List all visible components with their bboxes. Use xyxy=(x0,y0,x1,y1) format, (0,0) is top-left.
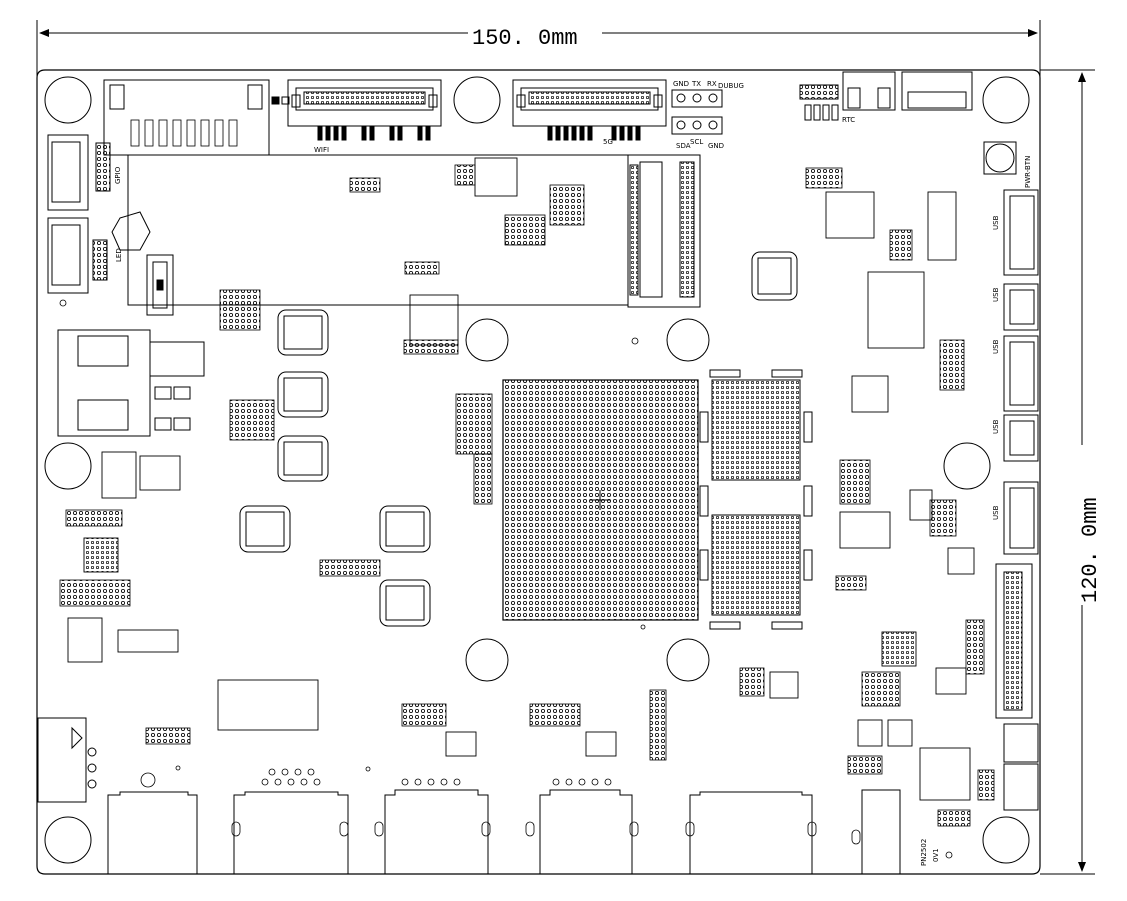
terminal-connector xyxy=(103,79,290,156)
m2-slot xyxy=(627,154,701,308)
rtc-connector xyxy=(799,71,973,121)
height-dimension-label: 120. 0mm xyxy=(1078,497,1103,603)
right-connectors xyxy=(995,189,1039,811)
power-inductors xyxy=(239,251,798,627)
led-label: LED xyxy=(115,248,123,262)
dram-top xyxy=(699,369,813,481)
dc-power-jack xyxy=(37,717,97,803)
wifi-label: WIFI xyxy=(314,146,329,154)
board-outline xyxy=(36,69,1041,875)
wifi-connector xyxy=(287,79,442,141)
debug-label: DUBUG xyxy=(718,82,744,90)
part-number-label: PN2502 xyxy=(920,839,928,866)
width-dimension xyxy=(36,20,1041,78)
sda-label: SDA xyxy=(676,142,691,150)
5g-connector xyxy=(512,79,667,141)
5g-label: 5G xyxy=(603,138,613,146)
fuse xyxy=(146,254,174,316)
passive-arrays xyxy=(59,164,995,827)
height-dimension xyxy=(1040,69,1095,875)
rx-label: RX xyxy=(707,80,717,88)
tx-label: TX xyxy=(691,80,701,88)
usb-label-4: USB xyxy=(992,505,1000,520)
mounting-holes xyxy=(44,76,1030,864)
version-label: 0V1 xyxy=(932,848,940,862)
usb-label-5: USB xyxy=(992,215,1000,230)
gpio-header xyxy=(47,134,111,294)
module-area xyxy=(127,154,629,306)
width-dimension-label: 150. 0mm xyxy=(472,26,578,51)
scl-label: SCL xyxy=(690,138,703,146)
coin-cell xyxy=(111,211,151,251)
bottom-io-cutouts xyxy=(107,789,901,874)
usb-label-2: USB xyxy=(992,339,1000,354)
cpu-bga xyxy=(502,379,699,621)
power-button-footprint xyxy=(983,141,1017,175)
test-points xyxy=(59,299,953,859)
usb-label-3: USB xyxy=(992,419,1000,434)
debug-header xyxy=(671,89,723,135)
dram-bottom xyxy=(699,485,813,630)
gnd-bottom-label: GND xyxy=(708,142,724,150)
gpio-label: GPIO xyxy=(114,166,122,184)
ethernet-transformer xyxy=(57,329,205,437)
rtc-label: RTC xyxy=(842,116,855,124)
power-button-label: PWR-BTN xyxy=(1024,156,1032,188)
usb-label-1: USB xyxy=(992,287,1000,302)
bottom-io-pins xyxy=(231,768,861,845)
misc-ics xyxy=(67,157,975,801)
gnd-top-label: GND xyxy=(673,80,689,88)
